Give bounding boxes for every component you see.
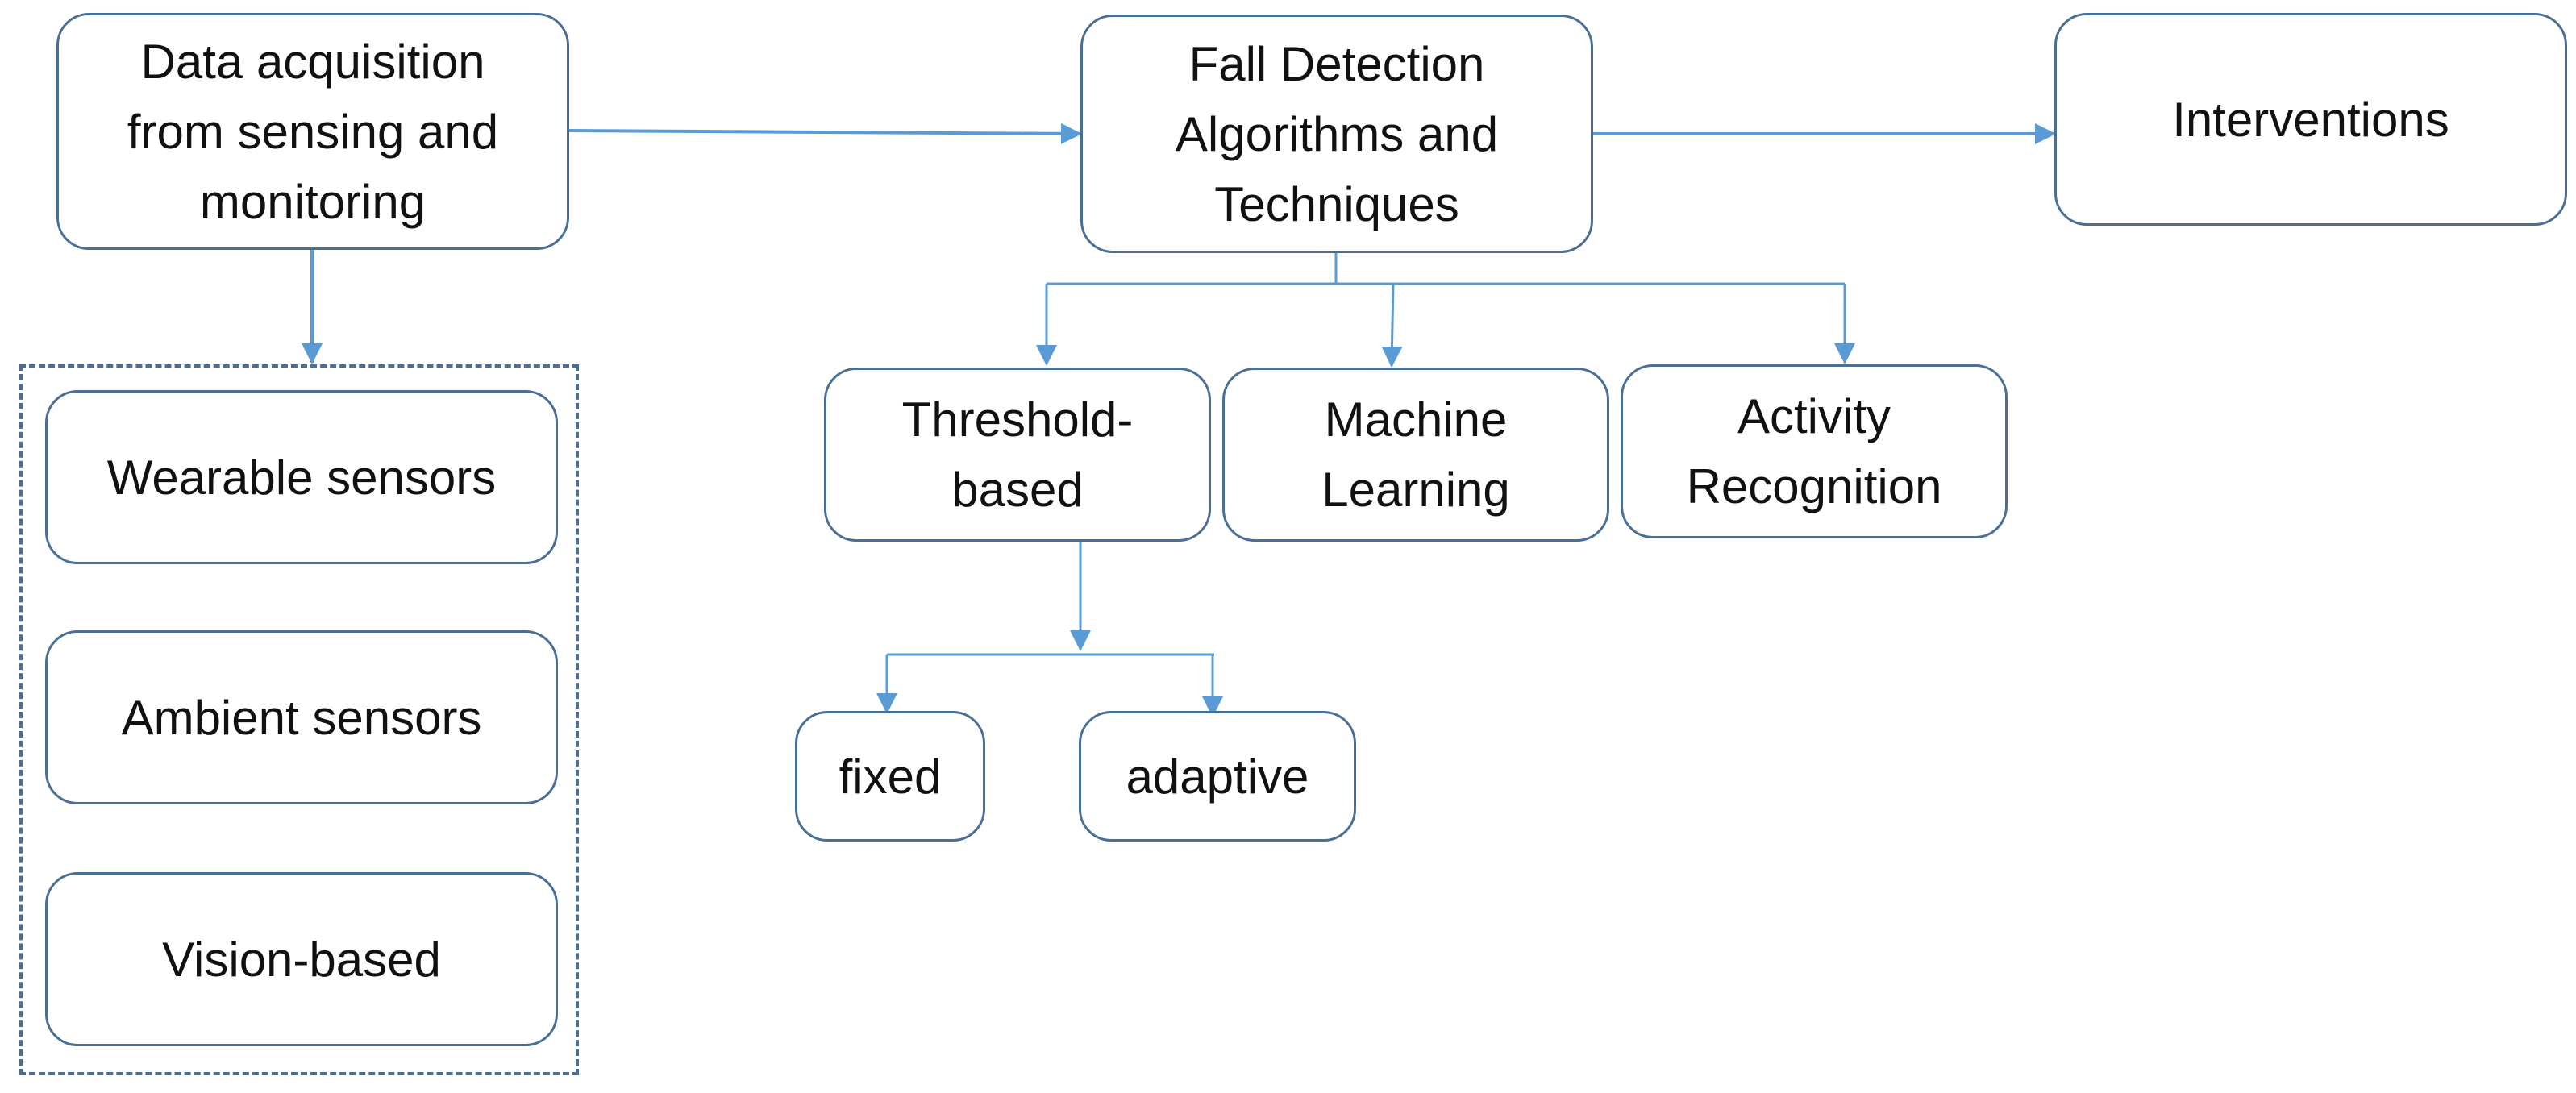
data-acquisition-node: Data acquisition from sensing and monito… xyxy=(56,13,569,250)
adaptive-threshold-node: adaptive xyxy=(1079,711,1356,842)
bracket-threshold-to-types xyxy=(876,542,1223,717)
sensor-types-group xyxy=(19,364,579,1075)
interventions-node: Interventions xyxy=(2054,13,2567,226)
fall-detection-algorithms-label: Fall Detection Algorithms and Techniques xyxy=(1175,36,1499,231)
threshold-based-label: Threshold- based xyxy=(901,393,1134,517)
threshold-based-node: Threshold- based xyxy=(824,368,1211,542)
fixed-threshold-label: fixed xyxy=(839,749,942,804)
interventions-label: Interventions xyxy=(2172,92,2449,147)
vision-based-label: Vision-based xyxy=(162,932,441,987)
ambient-sensors-node: Ambient sensors xyxy=(45,630,558,804)
wearable-sensors-node: Wearable sensors xyxy=(45,390,558,564)
machine-learning-label: Machine Learning xyxy=(1321,393,1510,517)
bracket-algorithms-to-techniques xyxy=(1036,253,1855,368)
adaptive-threshold-label: adaptive xyxy=(1126,749,1309,804)
activity-recognition-node: Activity Recognition xyxy=(1621,364,2008,538)
arrow-source-to-algorithms xyxy=(568,123,1082,144)
wearable-sensors-label: Wearable sensors xyxy=(106,450,497,505)
fixed-threshold-node: fixed xyxy=(795,711,985,842)
fall-detection-algorithms-node: Fall Detection Algorithms and Techniques xyxy=(1080,15,1593,253)
ambient-sensors-label: Ambient sensors xyxy=(121,690,482,745)
machine-learning-node: Machine Learning xyxy=(1222,368,1609,542)
vision-based-node: Vision-based xyxy=(45,872,558,1046)
data-acquisition-label: Data acquisition from sensing and monito… xyxy=(127,34,499,229)
activity-recognition-label: Activity Recognition xyxy=(1686,389,1942,513)
